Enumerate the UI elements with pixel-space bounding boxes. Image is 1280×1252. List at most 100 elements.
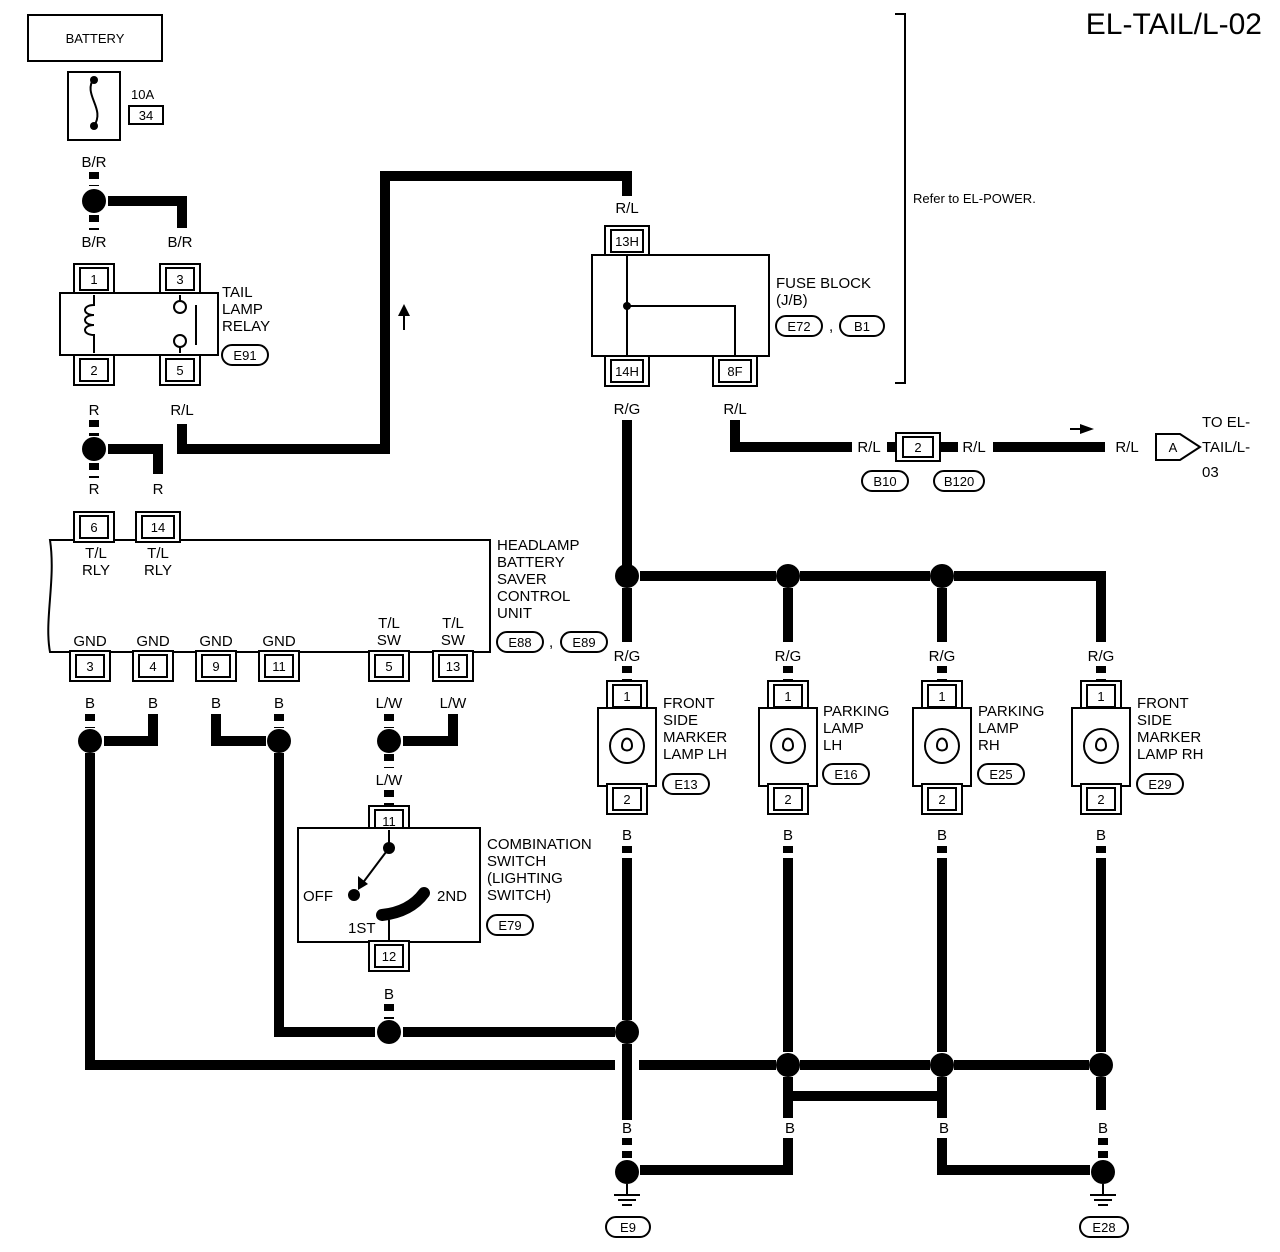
wire-label-b-gnd9: B xyxy=(211,695,221,712)
switch-pos-1st: 1ST xyxy=(348,920,376,937)
fuseblock-connector-1: E72 xyxy=(787,319,810,334)
switch-pin12: 12 xyxy=(382,949,396,964)
lamp4-connector: E29 xyxy=(1148,777,1171,792)
cu-pin11: 11 xyxy=(272,659,286,674)
fuseblock-name-2: (J/B) xyxy=(776,292,808,309)
fuseblock-pin-8f: 8F xyxy=(727,364,742,379)
wire-label-rg-lamp4: R/G xyxy=(1088,648,1115,665)
relay-pin5: 5 xyxy=(176,363,183,378)
lamp1-name-4: LAMP LH xyxy=(663,746,727,763)
wire-ground-crossover-top xyxy=(783,1077,947,1101)
switch-pos-2nd: 2ND xyxy=(437,888,467,905)
switch-contact-off xyxy=(348,889,360,901)
relay-name-2: LAMP xyxy=(222,301,263,318)
cu-pin3: 3 xyxy=(86,659,93,674)
wire-label-rl-3: R/L xyxy=(723,401,746,418)
switch-name-3: (LIGHTING xyxy=(487,870,563,887)
cu-pin14-label-1: T/L xyxy=(147,545,169,562)
splice-rg-1 xyxy=(615,564,639,588)
joint-pin: 2 xyxy=(914,440,921,455)
switch-name-4: SWITCH) xyxy=(487,887,551,904)
lamp4-connector-badge xyxy=(1136,773,1184,795)
cu-pin6-label-1: T/L xyxy=(85,545,107,562)
switch-lever xyxy=(361,847,390,885)
lamp2-filament xyxy=(782,737,795,752)
joint-connector-1: B10 xyxy=(873,474,896,489)
joint-connector-2: B120 xyxy=(944,474,974,489)
relay-coil-icon xyxy=(84,295,95,353)
wire-label-lw-3: L/W xyxy=(376,772,404,789)
switch-pin11: 11 xyxy=(382,814,396,829)
wire-label-rg-1: R/G xyxy=(614,401,641,418)
cu-name-2: BATTERY xyxy=(497,554,565,571)
lamp1-pin1: 1 xyxy=(623,689,630,704)
relay-pin2-box xyxy=(79,358,109,382)
cu-pin14: 14 xyxy=(151,520,165,535)
splice-r xyxy=(82,437,106,461)
wire-label-b-gnd-e9: B xyxy=(622,1120,632,1137)
refer-bracket xyxy=(895,13,906,384)
ground-e9: E9 xyxy=(620,1220,636,1235)
cu-pin11-label: GND xyxy=(262,633,296,650)
current-arrow-up-icon xyxy=(398,304,410,316)
lamp4-pin2: 2 xyxy=(1097,792,1104,807)
lamp2-pin2-box xyxy=(773,787,803,811)
lamp2-name-1: PARKING xyxy=(823,703,889,720)
cu-pin4-box xyxy=(138,654,168,678)
lamp2-connector-badge xyxy=(822,763,870,785)
wire-label-rl-4: R/L xyxy=(857,439,880,456)
lamp4-pin1: 1 xyxy=(1097,689,1104,704)
lamp3-connector-badge xyxy=(977,763,1025,785)
lamp1-pin2-box xyxy=(612,787,642,811)
fuseblock-connector-2: B1 xyxy=(854,319,870,334)
switch-pos-off: OFF xyxy=(303,888,333,905)
fuseblock-8f-box xyxy=(718,359,752,383)
fuseblock-pin-13h: 13H xyxy=(615,234,639,249)
switch-pin12-box xyxy=(374,944,404,968)
switch-name-1: COMBINATION xyxy=(487,836,592,853)
ground-e9-badge xyxy=(605,1216,651,1238)
wire-label-b-gnd-e28: B xyxy=(1098,1120,1108,1137)
splice-ground-3 xyxy=(930,1053,954,1077)
splice-gnd-left xyxy=(78,729,102,753)
lamp3-connector: E25 xyxy=(989,767,1012,782)
battery-label: BATTERY xyxy=(66,31,125,46)
cu-pin3-label: GND xyxy=(73,633,107,650)
wire-label-lw-2: L/W xyxy=(440,695,468,712)
lamp1-name-3: MARKER xyxy=(663,729,727,746)
lamp2-name-2: LAMP xyxy=(823,720,864,737)
cu-pin9-label: GND xyxy=(199,633,233,650)
battery-box xyxy=(27,14,163,62)
cu-name-1: HEADLAMP xyxy=(497,537,580,554)
lamp3-body xyxy=(912,707,972,787)
fuseblock-14h-box xyxy=(610,359,644,383)
wire-ground-e9-to-2 xyxy=(640,1160,793,1175)
fuseblock-separator: , xyxy=(829,318,833,335)
cu-connector-2: E89 xyxy=(572,635,595,650)
lamp3-pin1: 1 xyxy=(938,689,945,704)
ground-e28: E28 xyxy=(1092,1220,1115,1235)
to-arrow-a xyxy=(1155,433,1202,461)
cu-pin5-label-1: T/L xyxy=(378,615,400,632)
lamp4-name-3: MARKER xyxy=(1137,729,1201,746)
cu-pin6: 6 xyxy=(90,520,97,535)
splice-lw xyxy=(377,729,401,753)
fuseblock-name-1: FUSE BLOCK xyxy=(776,275,871,292)
joint-connector-badge-1 xyxy=(861,470,909,492)
relay-pin1: 1 xyxy=(90,272,97,287)
cu-pin13-box xyxy=(438,654,468,678)
lamp2-pin2: 2 xyxy=(784,792,791,807)
switch-contact-arc xyxy=(376,887,430,921)
cu-connector-1: E88 xyxy=(508,635,531,650)
cu-pin3-box xyxy=(75,654,105,678)
lamp3-pin2-box xyxy=(927,787,957,811)
lamp4-name-1: FRONT xyxy=(1137,695,1189,712)
wire-label-rg-lamp3: R/G xyxy=(929,648,956,665)
lamp3-pin2: 2 xyxy=(938,792,945,807)
fuse-terminal-top xyxy=(90,76,98,84)
relay-pin3: 3 xyxy=(176,272,183,287)
lamp2-name-3: LH xyxy=(823,737,842,754)
cu-name-5: UNIT xyxy=(497,605,532,622)
lamp3-name-2: LAMP xyxy=(978,720,1019,737)
